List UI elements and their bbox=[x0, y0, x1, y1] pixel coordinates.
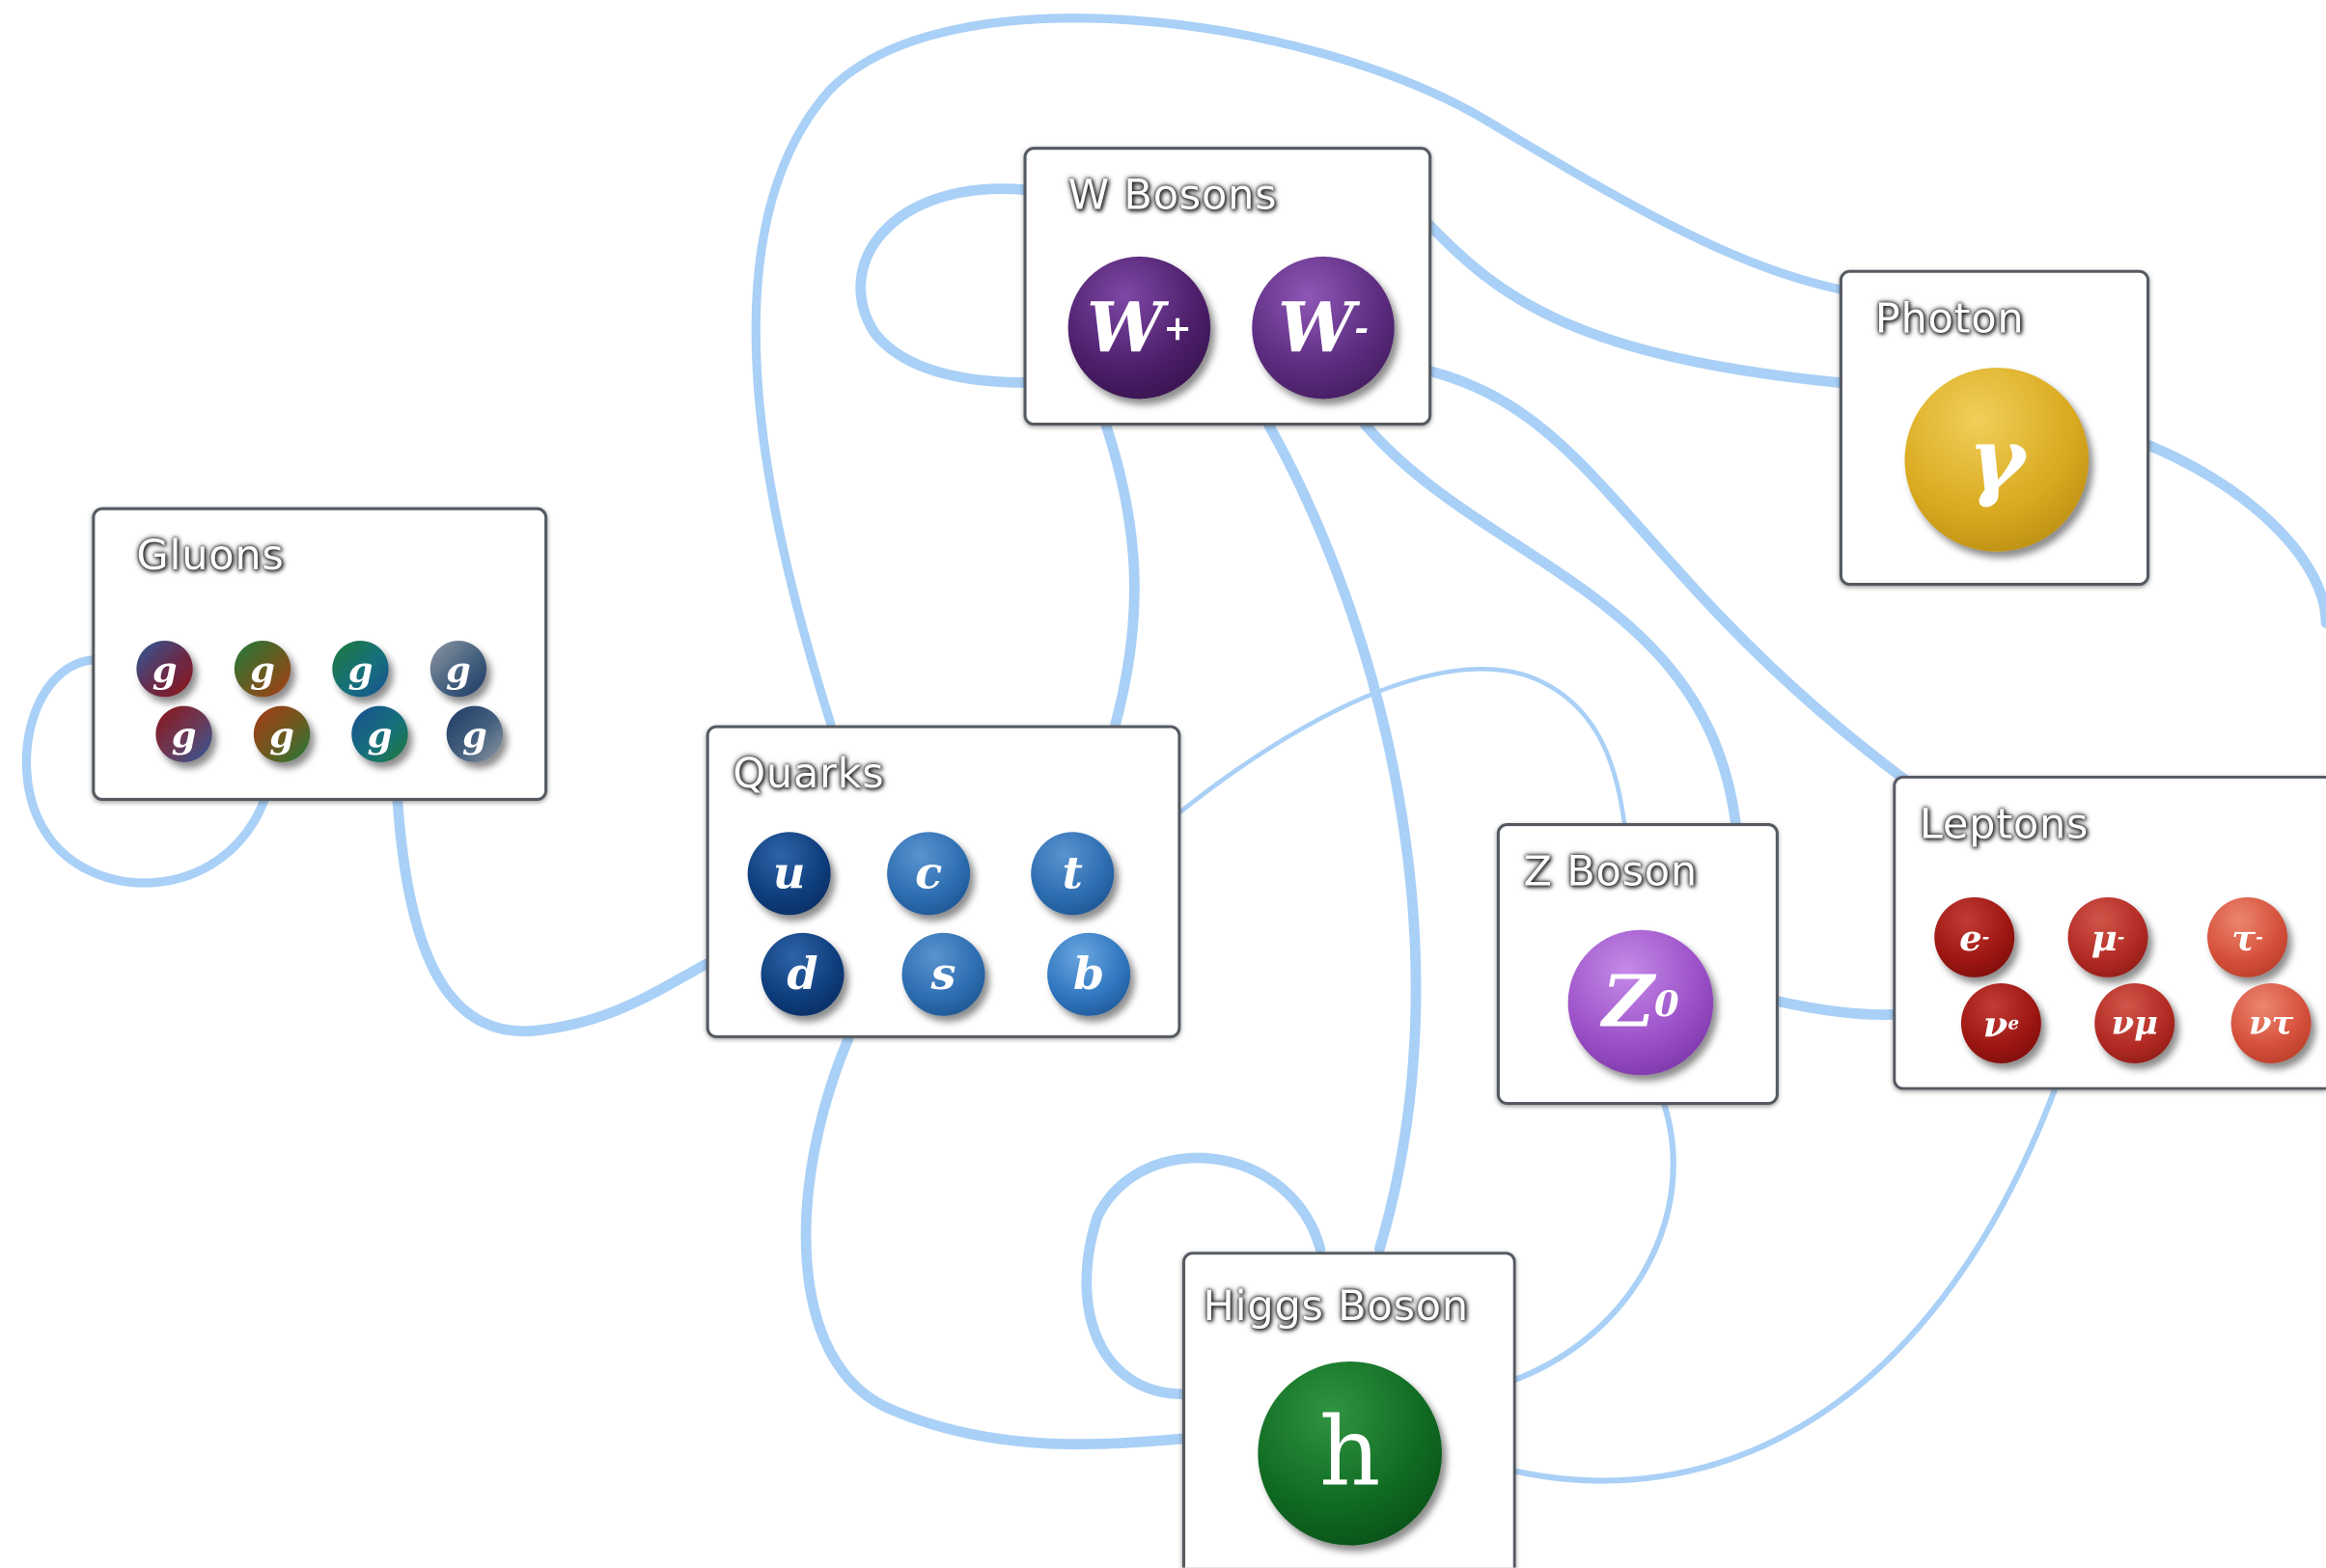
link-w-bosons-to-leptons bbox=[1423, 365, 1920, 791]
quark-particle: t bbox=[1031, 832, 1115, 916]
link-gluons-to-quarks bbox=[392, 795, 711, 1036]
link-z-boson-to-higgs bbox=[1512, 1101, 1676, 1383]
link-w-bosons-to-z-boson bbox=[1359, 419, 1741, 829]
link-quarks-to-leptons-outer-loop bbox=[751, 14, 1844, 729]
w-plus-particle: W+ bbox=[1067, 256, 1211, 399]
link-w-bosons-to-quarks bbox=[1099, 417, 1140, 729]
gluon-particle: g bbox=[155, 705, 212, 763]
quark-particle: s bbox=[901, 932, 985, 1016]
link-photon-to-leptons bbox=[2143, 439, 2326, 628]
leptons-title: Leptons bbox=[1919, 799, 2090, 849]
quark-particle: u bbox=[747, 832, 831, 916]
w-bosons-title: W Bosons bbox=[1067, 170, 1278, 220]
higgs-particle: h bbox=[1258, 1361, 1442, 1546]
photon-particle: γ bbox=[1904, 368, 2090, 552]
w-bosons-group: W Bosons W+ W- bbox=[1023, 147, 1432, 426]
link-higgs-to-leptons bbox=[1512, 1087, 2058, 1484]
gluon-particle: g bbox=[253, 705, 311, 763]
link-quarks-to-higgs bbox=[800, 1032, 1189, 1450]
gluon-particle: g bbox=[136, 640, 193, 698]
link-gluons-self-loop bbox=[21, 655, 269, 888]
link-w-bosons-to-higgs bbox=[1262, 419, 1422, 1254]
higgs-boson-title: Higgs Boson bbox=[1203, 1280, 1469, 1331]
link-quarks-to-z-boson bbox=[1177, 667, 1627, 826]
gluon-particle: g bbox=[351, 705, 408, 763]
gluon-particle: g bbox=[234, 640, 291, 698]
quarks-group: Quarks u c t d s b bbox=[706, 725, 1181, 1038]
gluon-particle: g bbox=[429, 640, 487, 698]
link-higgs-self-loop bbox=[1081, 1152, 1326, 1400]
z-boson-title: Z Boson bbox=[1523, 846, 1698, 896]
lepton-particle: νμ bbox=[2094, 983, 2175, 1064]
gluons-group: Gluons g g g g g g g g bbox=[92, 507, 548, 801]
quark-particle: c bbox=[887, 832, 971, 916]
higgs-boson-group: Higgs Boson h bbox=[1181, 1252, 1516, 1568]
quark-particle: d bbox=[761, 932, 845, 1016]
lepton-particle: ντ bbox=[2230, 983, 2312, 1064]
link-w-bosons-self-loop bbox=[855, 183, 1032, 388]
quarks-title: Quarks bbox=[733, 749, 885, 798]
lepton-particle: e- bbox=[1934, 896, 2015, 977]
quark-particle: b bbox=[1047, 932, 1131, 1016]
w-minus-particle: W- bbox=[1252, 256, 1395, 399]
photon-title: Photon bbox=[1874, 293, 2025, 344]
link-w-bosons-to-photon-lower bbox=[1422, 217, 1845, 388]
lepton-particle: τ- bbox=[2207, 896, 2288, 977]
photon-group: Photon γ bbox=[1839, 269, 2150, 587]
gluon-particle: g bbox=[332, 640, 389, 698]
gluons-title: Gluons bbox=[136, 531, 285, 580]
lepton-particle: μ- bbox=[2067, 896, 2148, 977]
gluon-particle: g bbox=[446, 705, 504, 763]
link-z-boson-to-leptons bbox=[1771, 996, 1900, 1020]
